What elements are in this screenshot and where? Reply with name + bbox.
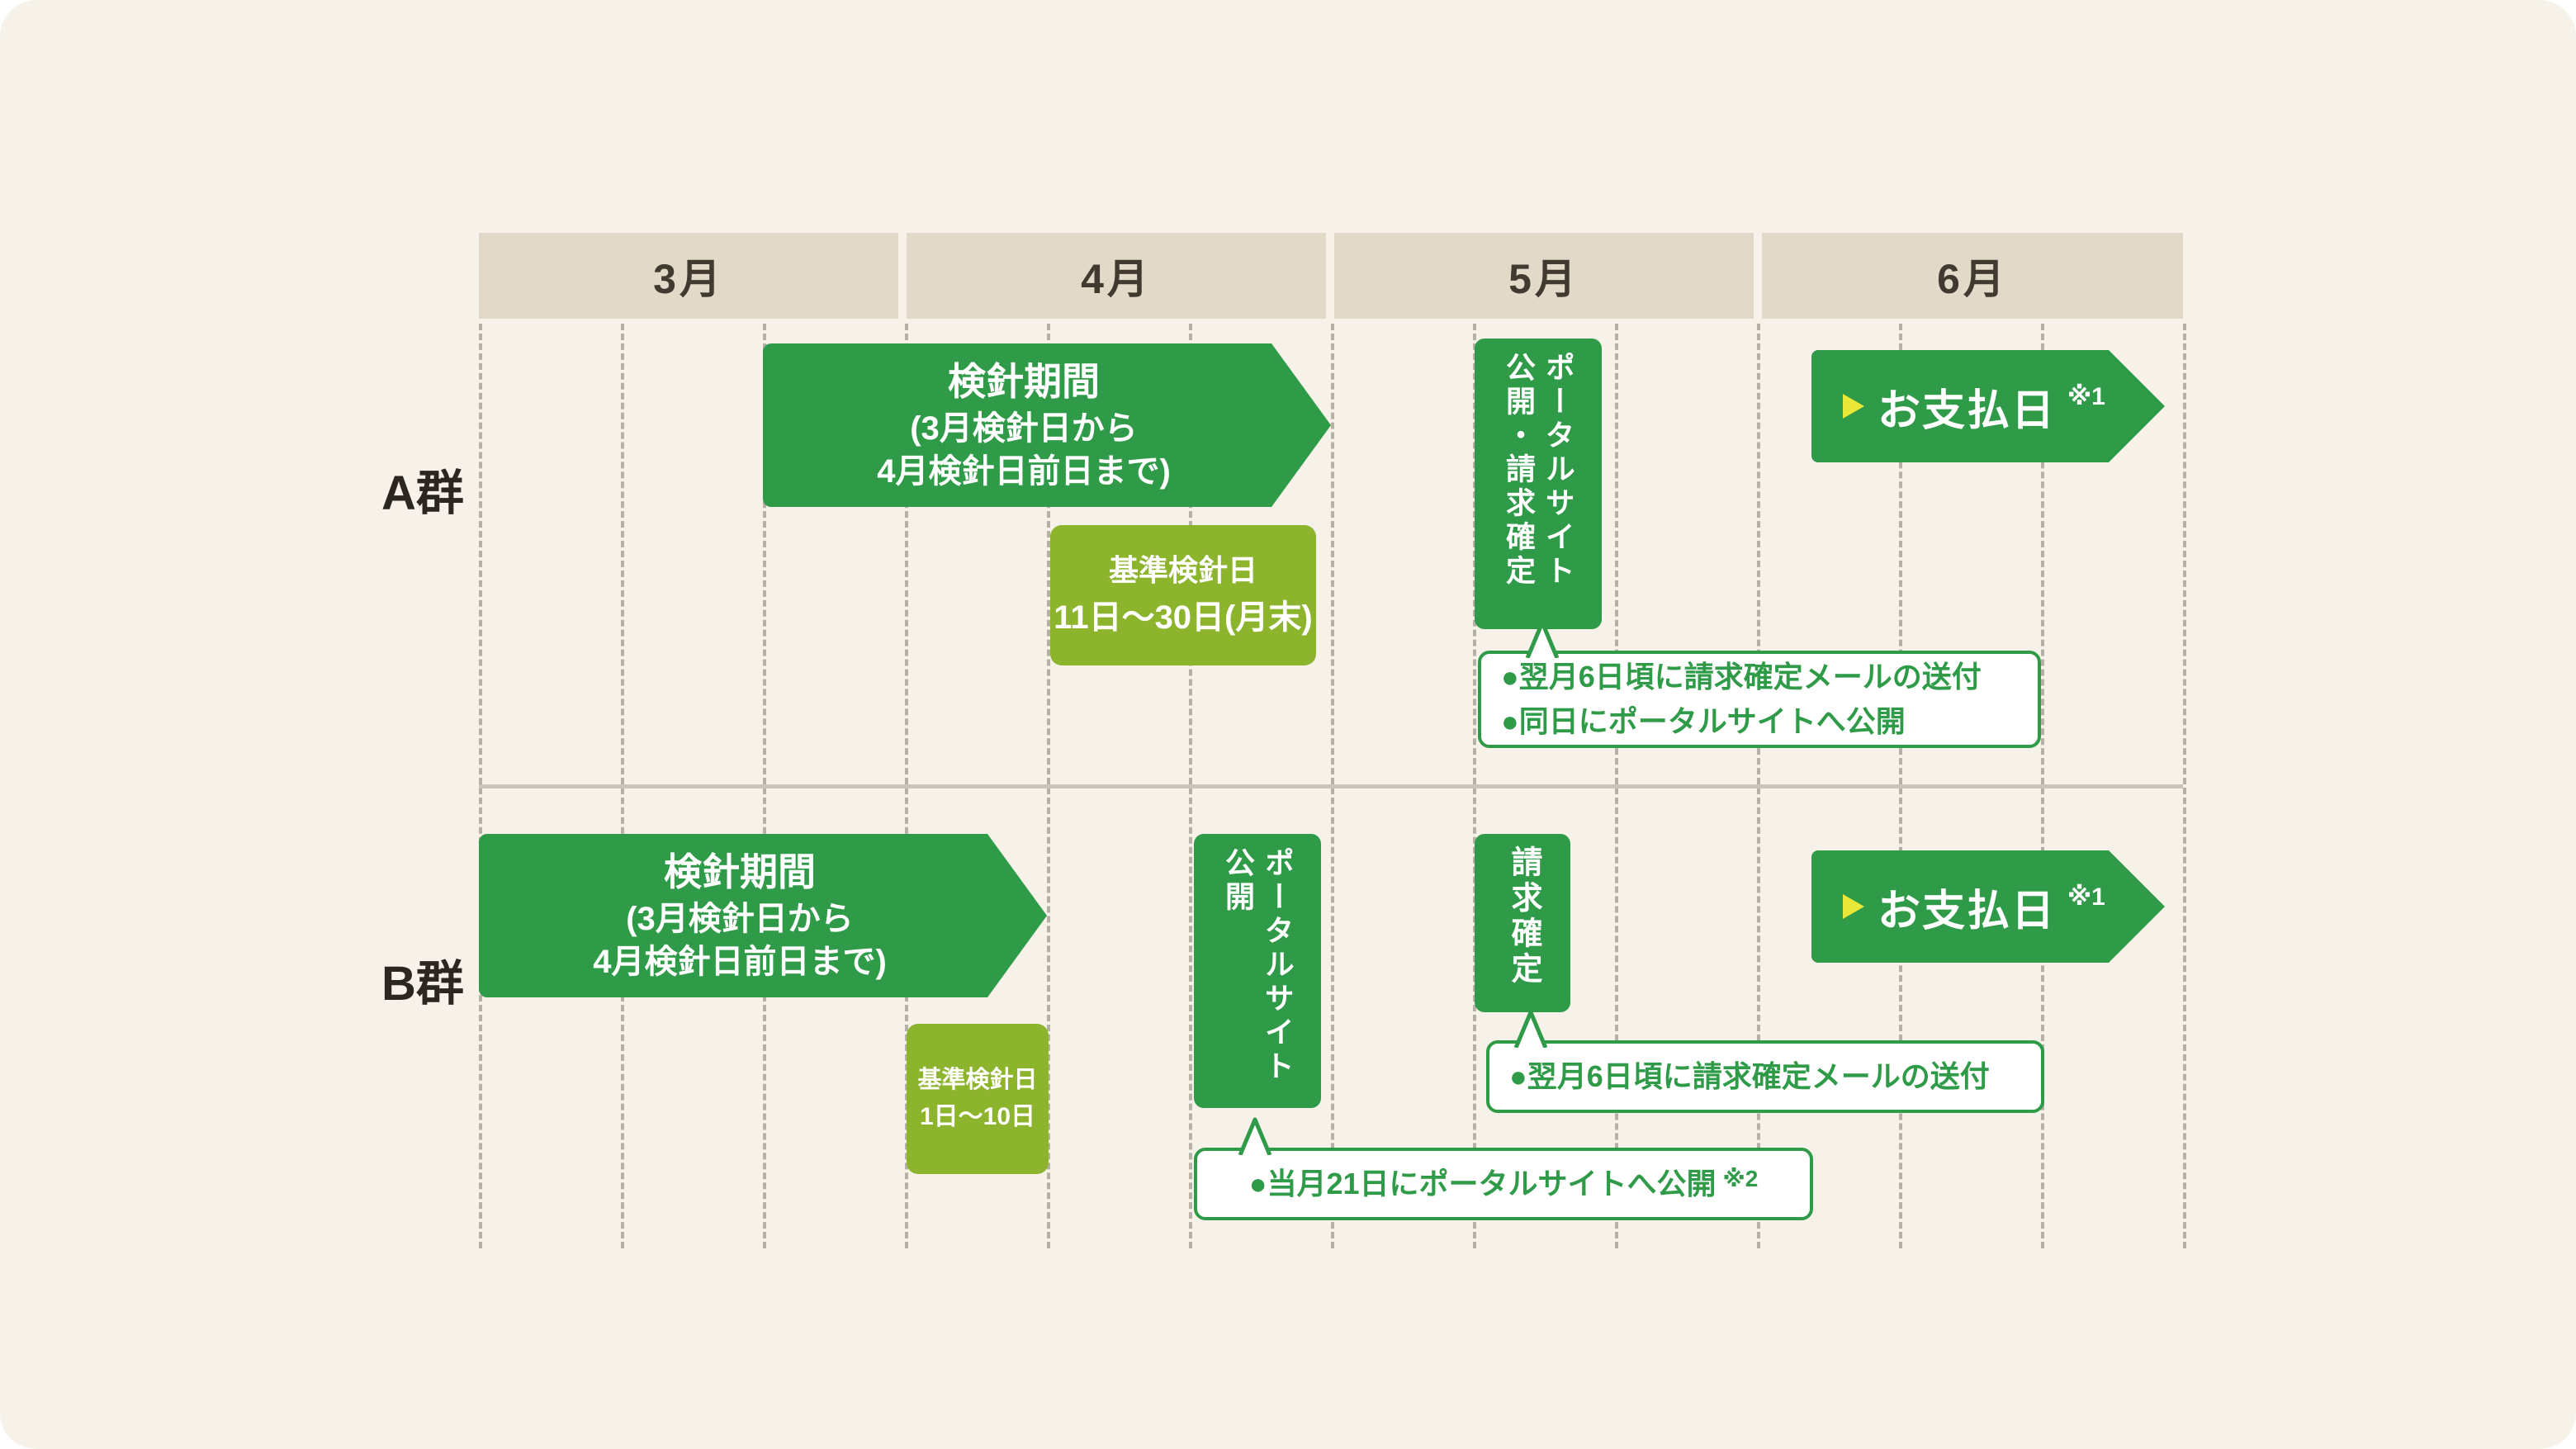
group-a-payday-arrow: お支払日 ※1 <box>1811 350 2165 462</box>
portal-box-text-left: 公開 <box>1221 847 1255 915</box>
month-header-june: 6月 <box>1762 233 2183 319</box>
callout-line-1: ●翌月6日頃に請求確定メールの送付 <box>1509 1059 1990 1093</box>
group-b-portal-box: ポータルサイト 公開 <box>1194 834 1321 1108</box>
group-b-meter-period-arrow: 検針期間 (3月検針日から 4月検針日前日まで) <box>479 834 1047 997</box>
portal-box-text-left: 公開・請求確定 <box>1502 352 1536 589</box>
yellow-play-icon <box>1843 394 1864 419</box>
group-b-label: B群 <box>381 957 464 1011</box>
payday-note: ※1 <box>2067 382 2105 410</box>
base-day-range: 11日〜30日(月末) <box>1054 599 1313 636</box>
group-a-callout: ●翌月6日頃に請求確定メールの送付 ●同日にポータルサイトへ公開 <box>1478 620 2041 748</box>
group-a-portal-billing-box: ポータルサイト 公開・請求確定 <box>1475 339 1602 629</box>
payday-label: お支払日 <box>1878 887 2057 935</box>
base-day-title: 基準検針日 <box>1108 553 1257 587</box>
group-divider-line <box>479 784 2183 788</box>
group-b-billing-confirm-box: 請求確定 <box>1475 834 1570 1012</box>
meter-period-line2: (3月検針日から <box>626 900 854 937</box>
base-day-title: 基準検針日 <box>917 1066 1038 1093</box>
callout-line-1: ●当月21日にポータルサイトへ公開 <box>1248 1167 1717 1200</box>
payday-note: ※1 <box>2067 883 2105 911</box>
base-day-range: 1日〜10日 <box>919 1103 1036 1131</box>
callout-pointer-icon <box>1238 1117 1272 1155</box>
group-a-meter-period-arrow: 検針期間 (3月検針日から 4月検針日前日まで) <box>763 343 1331 507</box>
portal-box-text-right: ポータルサイト <box>1260 847 1295 1084</box>
month-header-march: 3月 <box>479 233 898 319</box>
portal-box-text-right: ポータルサイト <box>1541 352 1575 589</box>
meter-period-line2: (3月検針日から <box>910 410 1138 447</box>
callout-pointer-icon <box>1513 1010 1548 1048</box>
callout-line-2: ●同日にポータルサイトへ公開 <box>1501 704 1906 738</box>
group-b-portal-callout: ●当月21日にポータルサイトへ公開 ※2 <box>1194 1117 1813 1220</box>
meter-period-title: 検針期間 <box>664 850 816 893</box>
meter-period-line3: 4月検針日前日まで) <box>593 944 887 981</box>
group-b-payday-arrow: お支払日 ※1 <box>1811 850 2165 963</box>
group-b-base-meter-day-box: 基準検針日 1日〜10日 <box>907 1024 1049 1174</box>
yellow-play-icon <box>1843 894 1864 919</box>
meter-period-title: 検針期間 <box>948 359 1100 403</box>
callout-pointer-icon <box>1525 620 1560 658</box>
callout-note: ※2 <box>1722 1166 1759 1191</box>
callout-line-1: ●翌月6日頃に請求確定メールの送付 <box>1501 660 1982 694</box>
billing-box-text: 請求確定 <box>1505 845 1541 987</box>
month-header-may: 5月 <box>1334 233 1754 319</box>
month-header-april: 4月 <box>907 233 1326 319</box>
payday-label: お支払日 <box>1878 386 2057 435</box>
group-a-label: A群 <box>381 466 464 520</box>
grid-dashed-line <box>2183 324 2186 1248</box>
meter-period-line3: 4月検針日前日まで) <box>877 453 1171 490</box>
group-b-billing-callout: ●翌月6日頃に請求確定メールの送付 <box>1486 1010 2044 1113</box>
group-a-base-meter-day-box: 基準検針日 11日〜30日(月末) <box>1050 525 1316 665</box>
